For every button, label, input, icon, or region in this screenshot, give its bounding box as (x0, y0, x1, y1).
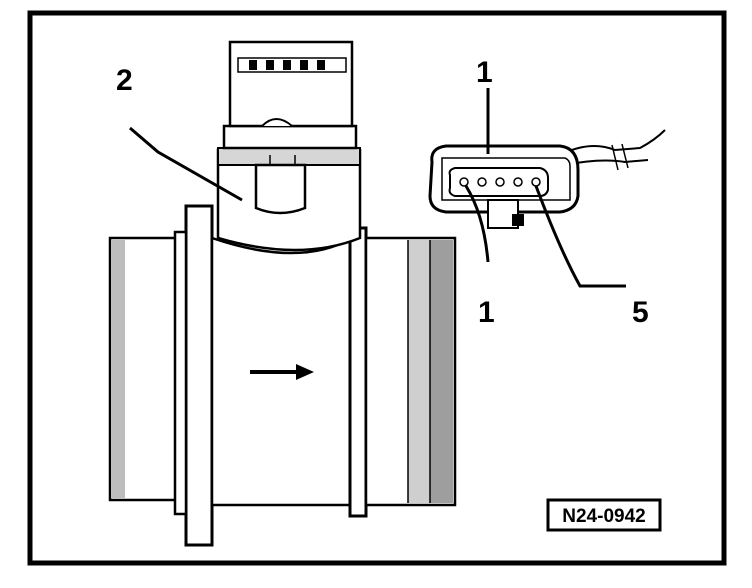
air-mass-meter (108, 40, 457, 547)
callout-pin-first: 1 (478, 296, 495, 329)
tube-left-shade (112, 240, 125, 498)
figure-code-box: N24-0942 (546, 498, 662, 532)
connector-pin-face (448, 167, 549, 197)
leader-pin-last (534, 185, 626, 288)
sensor-collar (217, 147, 361, 166)
callout-maf-sensor: 2 (116, 64, 133, 97)
leader-pin-first (464, 185, 490, 263)
leader-lines (129, 88, 626, 288)
connector-wires (559, 129, 666, 156)
right-flange (348, 226, 368, 518)
sensor-latch-tab (254, 163, 307, 215)
leader-maf-sensor (129, 126, 243, 202)
sensor-connector-socket (228, 40, 354, 128)
airflow-arrow-icon (250, 364, 314, 380)
figure-code: N24-0942 (562, 506, 645, 527)
callout-pin-last: 5 (632, 296, 649, 329)
sensor-upper-block (222, 124, 358, 150)
callout-connector: 1 (476, 56, 493, 89)
left-flange (184, 204, 214, 547)
socket-pins (249, 60, 325, 70)
